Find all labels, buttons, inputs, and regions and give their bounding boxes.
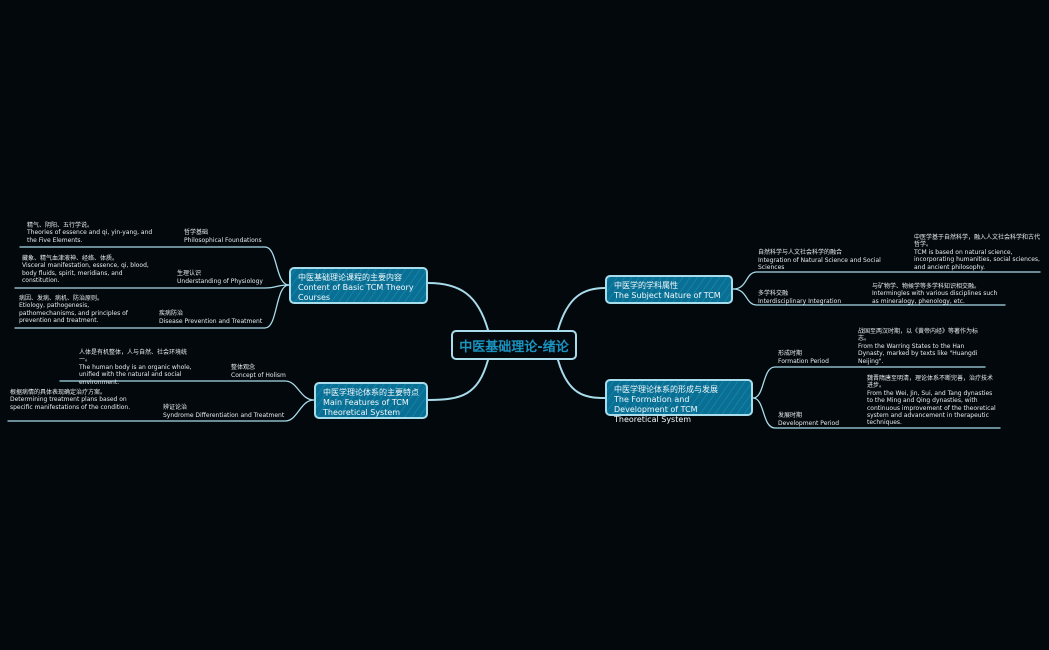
subtopic-formation-period[interactable]: 形成时期 Formation Period [778,350,829,365]
topic-title-zh: 中医学理论体系的主要特点 [323,388,419,397]
note-zh: 中医学基于自然科学，融入人文社会科学和古代哲学。 [914,234,1041,249]
topic-title-en: Main Features of TCM Theoretical System [323,398,409,417]
topic-subject-nature[interactable]: 中医学的学科属性 The Subject Nature of TCM [605,275,733,304]
note-en: Theories of essence and qi, yin-yang, an… [27,229,153,244]
note-zh: 病因、发病、病机、防治原则。 [19,295,104,302]
central-topic-title: 中医基础理论-绪论 [459,339,569,355]
note-development-period: 魏晋隋唐至明清，理论体系不断完善，治疗技术进步。 From the Wei, J… [867,375,997,427]
topic-title-zh: 中医学的学科属性 [614,281,678,290]
note-en: Intermingles with various disciplines su… [872,290,998,305]
subtopic-label-en: Syndrome Differentiation and Treatment [163,411,285,419]
note-interdisciplinary: 与矿物学、物候学等多学科知识相交融。 Intermingles with var… [872,283,1000,305]
note-en: From the Warring States to the Han Dynas… [858,342,978,365]
note-formation-period: 战国至两汉时期，以《黄帝内经》等著作为标志。 From the Warring … [858,328,986,365]
subtopic-label-en: Disease Prevention and Treatment [159,317,263,325]
subtopic-label-en: Concept of Holism [231,371,286,379]
note-en: Visceral manifestation, essence, qi, blo… [22,262,149,285]
subtopic-development-period[interactable]: 发展时期 Development Period [778,412,839,427]
subtopic-label-en: Formation Period [778,357,829,365]
subtopic-disease-prevention[interactable]: 疾病防治 Disease Prevention and Treatment [159,310,262,325]
subtopic-understanding-physiology[interactable]: 生理认识 Understanding of Physiology [177,270,263,285]
subtopic-label-zh: 生理认识 [177,270,202,277]
note-zh: 根据病情的具体表现确定治疗方案。 [10,389,107,396]
subtopic-label-en: Integration of Natural Science and Socia… [758,256,881,272]
note-en: Etiology, pathogenesis, pathomechanisms,… [19,302,128,325]
note-zh: 魏晋隋唐至明清，理论体系不断完善，治疗技术进步。 [867,375,994,390]
topic-basic-theory-content[interactable]: 中医基础理论课程的主要内容 Content of Basic TCM Theor… [289,267,428,304]
subtopic-concept-holism[interactable]: 整体观念 Concept of Holism [231,364,286,379]
subtopic-label-en: Interdisciplinary Integration [758,297,842,305]
topic-title-en: The Subject Nature of TCM [614,291,721,300]
note-understanding-physiology: 藏象、精气血津液神、经络、体质。 Visceral manifestation,… [22,255,152,285]
subtopic-label-zh: 哲学基础 [184,229,209,236]
topic-title-zh: 中医基础理论课程的主要内容 [298,273,402,282]
note-philosophical-foundations: 精气、阴阳、五行学说。 Theories of essence and qi, … [27,222,157,244]
subtopic-label-en: Philosophical Foundations [184,236,262,244]
subtopic-label-zh: 自然科学与人文社会科学的融合 [758,249,843,256]
subtopic-label-en: Development Period [778,419,840,427]
note-integration-sciences: 中医学基于自然科学，融入人文社会科学和古代哲学。 TCM is based on… [914,234,1040,271]
topic-formation-development[interactable]: 中医学理论体系的形成与发展 The Formation and Developm… [605,379,753,424]
note-en: From the Wei, Jin, Sui, and Tang dynasti… [867,389,996,427]
topic-title-en: Content of Basic TCM Theory Courses [298,283,414,302]
subtopic-integration-sciences[interactable]: 自然科学与人文社会科学的融合 Integration of Natural Sc… [758,249,888,272]
note-concept-holism: 人体是有机整体，人与自然、社会环境统一。 The human body is a… [79,349,194,386]
topic-main-features[interactable]: 中医学理论体系的主要特点 Main Features of TCM Theore… [314,382,428,419]
subtopic-syndrome-differentiation[interactable]: 辨证论治 Syndrome Differentiation and Treatm… [163,404,284,419]
topic-title-zh: 中医学理论体系的形成与发展 [614,385,718,394]
subtopic-label-en: Understanding of Physiology [177,277,263,285]
note-zh: 与矿物学、物候学等多学科知识相交融。 [872,283,981,290]
subtopic-label-zh: 形成时期 [778,350,803,357]
note-en: Determining treatment plans based on spe… [10,396,131,411]
subtopic-interdisciplinary[interactable]: 多学科交融 Interdisciplinary Integration [758,290,841,305]
note-en: The human body is an organic whole, unif… [79,363,192,386]
subtopic-label-zh: 疾病防治 [159,310,184,317]
note-en: TCM is based on natural science, incorpo… [914,248,1040,271]
subtopic-label-zh: 多学科交融 [758,290,789,297]
note-zh: 人体是有机整体，人与自然、社会环境统一。 [79,349,188,364]
note-syndrome-differentiation: 根据病情的具体表现确定治疗方案。 Determining treatment p… [10,389,135,411]
topic-title-en: The Formation and Development of TCM The… [614,395,698,424]
note-zh: 藏象、精气血津液神、经络、体质。 [22,255,119,262]
subtopic-label-zh: 发展时期 [778,412,803,419]
note-zh: 战国至两汉时期，以《黄帝内经》等著作为标志。 [858,328,979,343]
note-disease-prevention: 病因、发病、病机、防治原则。 Etiology, pathogenesis, p… [19,295,129,325]
central-topic[interactable]: 中医基础理论-绪论 [451,330,577,360]
note-zh: 精气、阴阳、五行学说。 [27,222,94,229]
subtopic-philosophical-foundations[interactable]: 哲学基础 Philosophical Foundations [184,229,262,244]
subtopic-label-zh: 整体观念 [231,364,256,371]
subtopic-label-zh: 辨证论治 [163,404,188,411]
